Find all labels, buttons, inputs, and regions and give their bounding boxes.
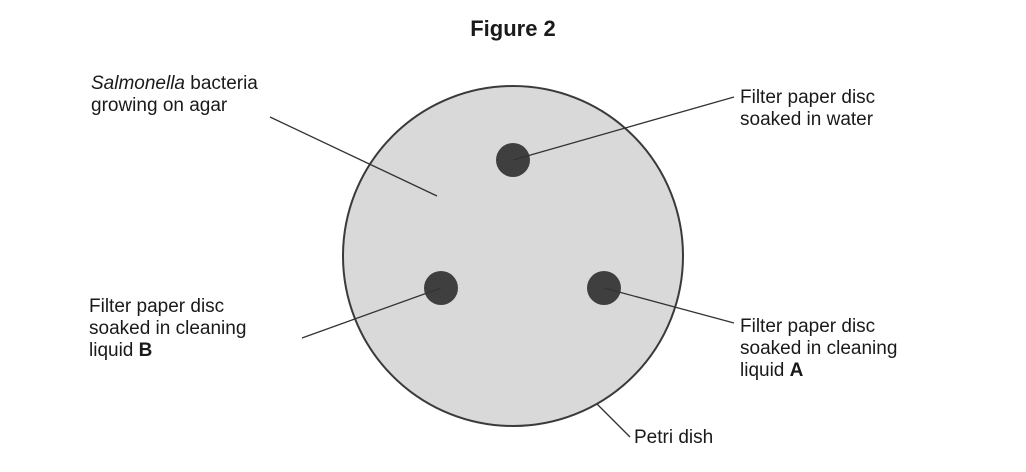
figure-title: Figure 2 <box>470 16 556 41</box>
label-liquid-a-line2: soaked in cleaning <box>740 338 898 359</box>
leader-bacteria <box>269 116 438 197</box>
label-bacteria-line2: growing on agar <box>91 95 228 116</box>
label-water-disc: Filter paper disc soaked in water <box>740 87 875 131</box>
label-liquid-a-disc: Filter paper disc soaked in cleaning liq… <box>740 316 897 382</box>
leader-liquid-a <box>603 287 735 324</box>
label-liquid-b-disc: Filter paper disc soaked in cleaning liq… <box>89 296 246 362</box>
label-petri-dish: Petri dish <box>634 427 714 448</box>
leader-petri-dish <box>596 403 631 438</box>
label-liquid-a-letter: A <box>789 360 804 381</box>
label-liquid-a-line1: Filter paper disc <box>740 316 876 337</box>
leader-water <box>512 96 735 161</box>
label-liquid-b-line2: soaked in cleaning <box>89 318 247 339</box>
label-liquid-b-line1: Filter paper disc <box>89 296 225 317</box>
label-liquid-b-prefix: liquid <box>89 340 139 361</box>
label-bacteria: Salmonella bacteria growing on agar <box>91 73 258 117</box>
label-bacteria-rest: bacteria <box>185 73 258 94</box>
label-water-line1: Filter paper disc <box>740 87 876 108</box>
label-liquid-b-letter: B <box>138 340 153 361</box>
label-bacteria-italic: Salmonella <box>91 73 185 94</box>
leader-liquid-b <box>301 287 442 339</box>
label-liquid-a-prefix: liquid <box>740 360 790 381</box>
label-water-line2: soaked in water <box>740 109 874 130</box>
petri-dish <box>342 85 684 427</box>
